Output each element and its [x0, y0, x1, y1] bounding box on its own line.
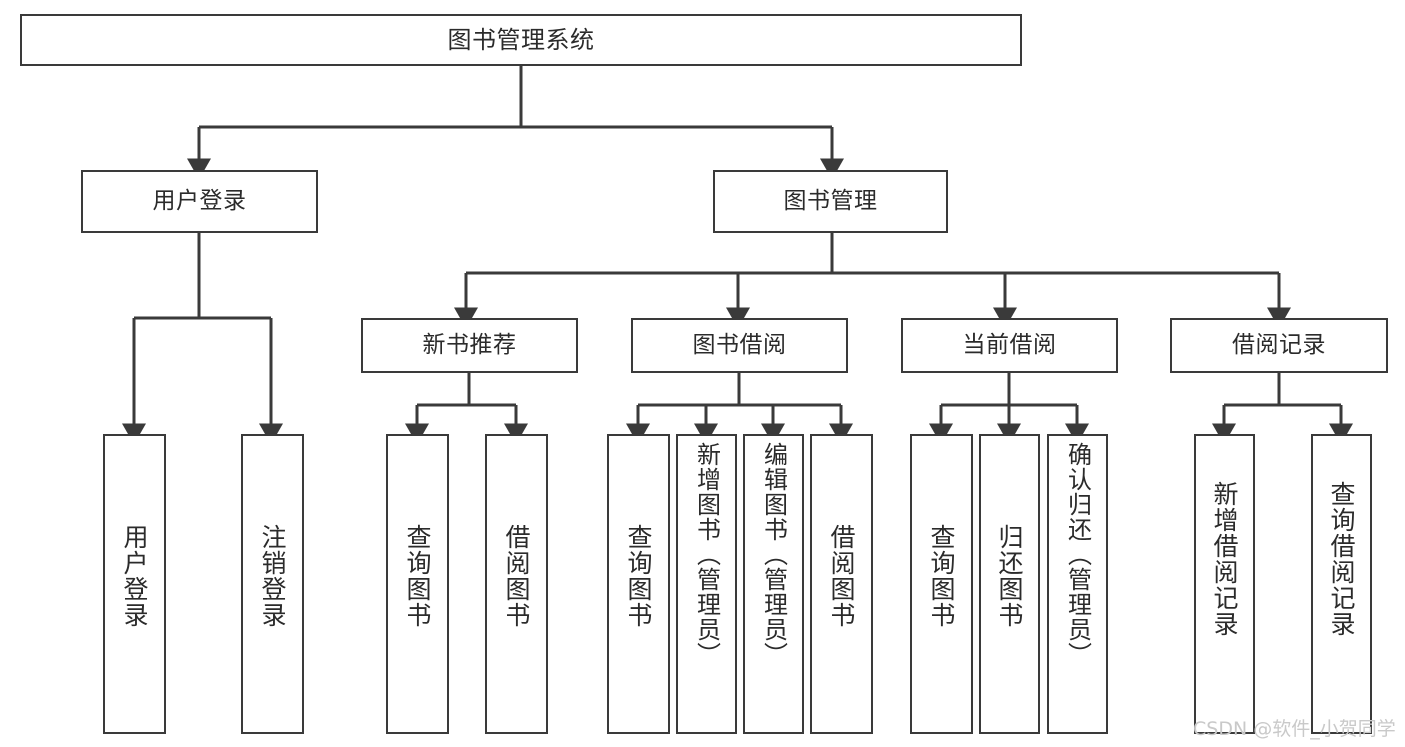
node-label: 借阅记录 — [1232, 331, 1326, 358]
node-leaf-borrow-book-1[interactable]: 借阅图书 — [485, 434, 548, 734]
node-label: 归还图书 — [995, 524, 1024, 628]
node-leaf-return-book[interactable]: 归还图书 — [979, 434, 1040, 734]
node-leaf-add-borrow-record[interactable]: 新增借阅记录 — [1194, 434, 1255, 734]
node-new-book-recommend[interactable]: 新书推荐 — [361, 318, 578, 373]
node-label: 查询图书 — [624, 524, 653, 628]
node-leaf-query-borrow-record[interactable]: 查询借阅记录 — [1311, 434, 1372, 734]
node-label: 用户登录 — [152, 187, 247, 214]
node-book-borrow[interactable]: 图书借阅 — [631, 318, 848, 373]
node-label: 查询图书 — [403, 524, 432, 628]
node-leaf-user-login[interactable]: 用户登录 — [103, 434, 166, 734]
node-leaf-borrow-book-2[interactable]: 借阅图书 — [810, 434, 873, 734]
node-current-borrow[interactable]: 当前借阅 — [901, 318, 1118, 373]
csdn-watermark: CSDN @软件_小贺同学 — [1193, 718, 1396, 740]
node-label: 图书借阅 — [692, 331, 787, 358]
node-label: 编辑图书（管理员） — [759, 442, 788, 667]
node-leaf-add-book[interactable]: 新增图书（管理员） — [676, 434, 737, 734]
node-book-manage[interactable]: 图书管理 — [713, 170, 948, 233]
node-leaf-query-book-2[interactable]: 查询图书 — [607, 434, 670, 734]
node-label: 借阅图书 — [502, 524, 531, 628]
node-label: 图书管理 — [783, 187, 878, 214]
node-label: 新增图书（管理员） — [692, 442, 721, 667]
node-leaf-user-logout[interactable]: 注销登录 — [241, 434, 304, 734]
node-leaf-confirm-return[interactable]: 确认归还（管理员） — [1047, 434, 1108, 734]
node-label: 新增借阅记录 — [1210, 481, 1239, 637]
node-label: 注销登录 — [258, 524, 287, 628]
node-label: 借阅图书 — [827, 524, 856, 628]
node-user-login[interactable]: 用户登录 — [81, 170, 318, 233]
node-label: 查询图书 — [927, 524, 956, 628]
node-leaf-edit-book[interactable]: 编辑图书（管理员） — [743, 434, 804, 734]
node-label: 确认归还（管理员） — [1063, 442, 1092, 667]
node-leaf-query-book-1[interactable]: 查询图书 — [386, 434, 449, 734]
node-label: 用户登录 — [120, 524, 149, 628]
node-root-book-management-system[interactable]: 图书管理系统 — [20, 14, 1022, 66]
node-label: 图书管理系统 — [447, 25, 595, 54]
node-label: 当前借阅 — [962, 331, 1057, 358]
node-borrow-record[interactable]: 借阅记录 — [1170, 318, 1388, 373]
node-leaf-query-book-3[interactable]: 查询图书 — [910, 434, 973, 734]
node-label: 新书推荐 — [422, 331, 517, 358]
node-label: 查询借阅记录 — [1327, 481, 1356, 637]
